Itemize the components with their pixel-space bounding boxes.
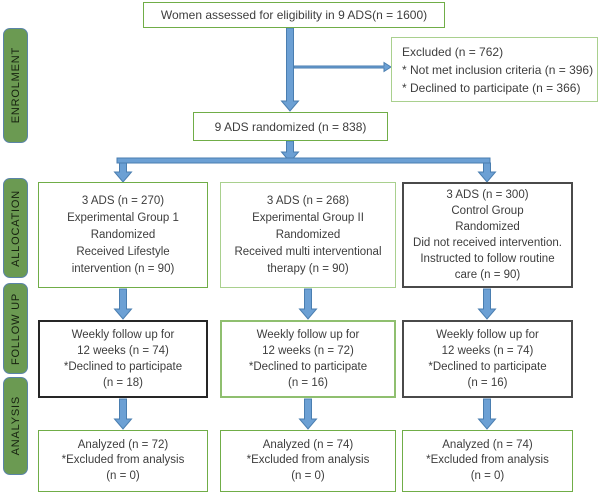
box-analysis-control: Analyzed (n = 74)*Excluded from analysis… [402,430,573,492]
arrow-eligibility-down [280,27,300,112]
stage-label-analysis: ANALYSIS [3,377,28,475]
stage-label-allocation: ALLOCATION [3,178,28,278]
stage-label-follow-up-text: FOLLOW UP [9,292,22,365]
stage-label-allocation-text: ALLOCATION [9,189,22,267]
stage-label-follow-up: FOLLOW UP [3,283,28,374]
box-analysis-group2: Analyzed (n = 74)*Excluded from analysis… [220,430,396,492]
arrow-alloc3-to-fu3 [477,288,497,320]
box-randomized: 9 ADS randomized (n = 838) [193,112,388,141]
arrow-branch-left [113,162,133,183]
analysis-group1-lines: Analyzed (n = 72)*Excluded from analysis… [61,438,185,482]
randomized-text: 9 ADS randomized (n = 838) [214,119,367,134]
arrow-alloc2-to-fu2 [298,288,318,320]
stage-label-enrolment: ENROLMENT [3,28,28,143]
box-eligibility: Women assessed for eligibility in 9 ADS(… [143,2,445,28]
arrow-branch-right [477,162,497,183]
excluded-lines: Excluded (n = 762)* Not met inclusion cr… [402,44,594,95]
arrow-alloc1-to-fu1 [113,288,133,320]
box-analysis-group1: Analyzed (n = 72)*Excluded from analysis… [38,430,208,492]
box-excluded: Excluded (n = 762)* Not met inclusion cr… [391,37,598,102]
arrow-randomized-down [280,140,300,163]
analysis-control-lines: Analyzed (n = 74)*Excluded from analysis… [426,438,549,482]
arrow-fu2-to-an2 [298,398,318,430]
eligibility-text: Women assessed for eligibility in 9 ADS(… [160,8,428,22]
analysis-group2-lines: Analyzed (n = 74)*Excluded from analysis… [246,438,370,482]
stage-label-enrolment-text: ENROLMENT [9,47,22,124]
arrow-fu1-to-an1 [113,398,133,430]
arrow-fu3-to-an3 [477,398,497,430]
branch-connector-bar [116,157,491,164]
arrow-to-excluded [293,61,392,73]
stage-label-analysis-text: ANALYSIS [9,396,22,456]
